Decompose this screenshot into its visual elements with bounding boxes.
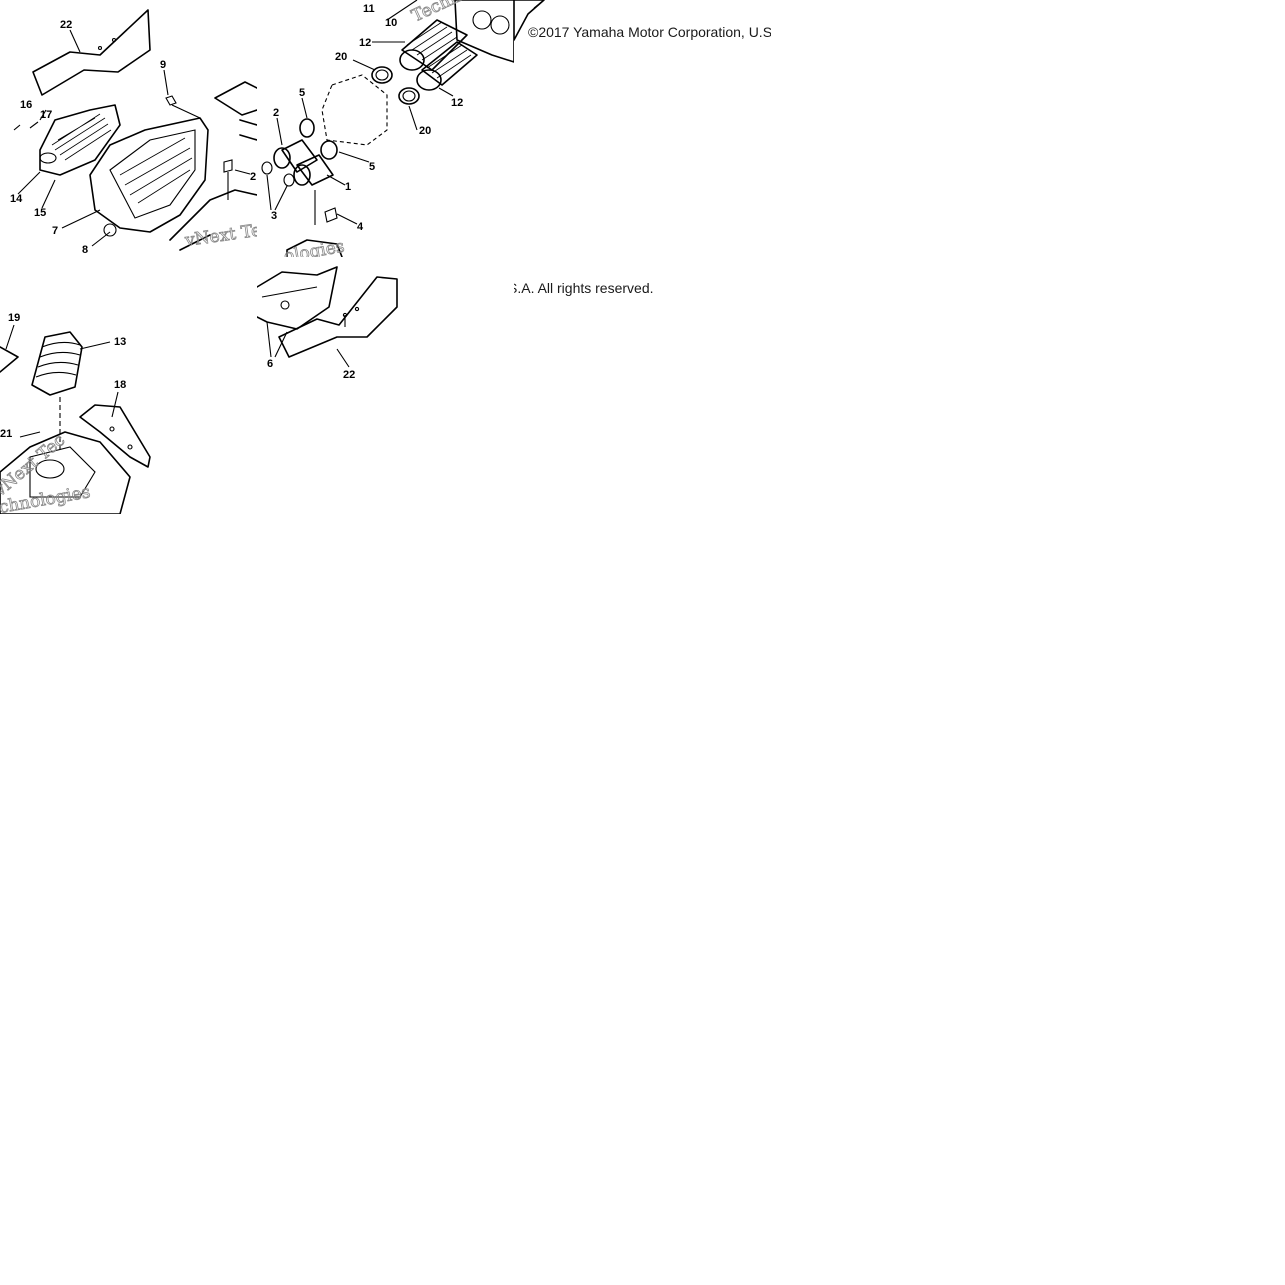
sidecover-drawing: 6 22 (257, 266, 398, 381)
filter-element-part (214, 81, 257, 116)
label-5: 5 (369, 161, 375, 173)
label-5: 5 (299, 87, 305, 99)
label-16: 16 (20, 99, 32, 111)
engine-outline (321, 74, 388, 146)
watermark-text: vNext Te (183, 221, 257, 252)
leader-line (69, 29, 81, 53)
label-1: 1 (345, 181, 351, 193)
airbox-drawing: 22 9 16 17 14 15 7 8 2 vNext Te (10, 9, 257, 256)
label-10: 10 (385, 17, 397, 29)
joints-drawing: 11 10 12 20 12 20 2 5 5 1 3 4 Techn olog… (261, 0, 514, 257)
label-22: 22 (60, 19, 72, 31)
label-14: 14 (10, 193, 23, 205)
label-19: 19 (8, 312, 20, 324)
label-11: 11 (363, 3, 375, 15)
copyright-text: ©2017 Yamaha Motor Corporation, U.S (528, 24, 771, 40)
cover-part (286, 239, 343, 257)
label-4: 4 (357, 221, 364, 233)
label-12: 12 (359, 37, 371, 49)
cleaner-cap-part (39, 104, 121, 176)
watermark-text: ologies (282, 237, 346, 257)
lower-box-part (0, 431, 131, 514)
label-17: 17 (40, 109, 52, 121)
plate-part (454, 0, 514, 63)
air-case-part (89, 117, 209, 233)
copyright-tile-1: ©2017 Yamaha Motor Corporation, U.S (514, 0, 771, 257)
label-20: 20 (419, 125, 431, 137)
label-3: 3 (271, 210, 277, 222)
bellows-part (31, 331, 83, 396)
label-21: 21 (0, 428, 12, 440)
side-cover-part (32, 9, 151, 96)
joint-part (401, 19, 468, 71)
label-2: 2 (273, 107, 279, 119)
plate-part (0, 346, 19, 373)
side-cover-part (278, 276, 398, 358)
clamp-part (371, 66, 393, 84)
o-ring-part (261, 161, 273, 175)
plate-edge-part (514, 0, 545, 41)
diagram-tile-sidecover: 6 22 (257, 257, 514, 514)
diagram-tile-airbox: 22 9 16 17 14 15 7 8 2 vNext Te (0, 0, 257, 257)
label-12: 12 (451, 97, 463, 109)
label-6: 6 (267, 358, 273, 370)
label-9: 9 (160, 59, 166, 71)
screw-part (324, 207, 338, 223)
label-18: 18 (114, 379, 126, 391)
cover-part (257, 266, 338, 330)
copyright-text: S.A. All rights reserved. (514, 280, 654, 296)
label-15: 15 (34, 207, 46, 219)
label-20: 20 (335, 51, 347, 63)
label-8: 8 (82, 244, 88, 256)
duct-part (169, 189, 257, 251)
label-2: 2 (250, 171, 256, 183)
carb-joint-part (281, 139, 318, 173)
label-13: 13 (114, 336, 126, 348)
diagram-tile-duct: 19 13 18 21 chnologies vNext Tec (0, 257, 257, 514)
bracket-part (79, 404, 151, 468)
diagram-tile-joints: 11 10 12 20 12 20 2 5 5 1 3 4 Techn olog… (257, 0, 514, 257)
copyright-tile-2: S.A. All rights reserved. (514, 257, 771, 514)
label-22: 22 (343, 369, 355, 381)
label-7: 7 (52, 225, 58, 237)
duct-drawing: 19 13 18 21 chnologies vNext Tec (0, 312, 151, 514)
